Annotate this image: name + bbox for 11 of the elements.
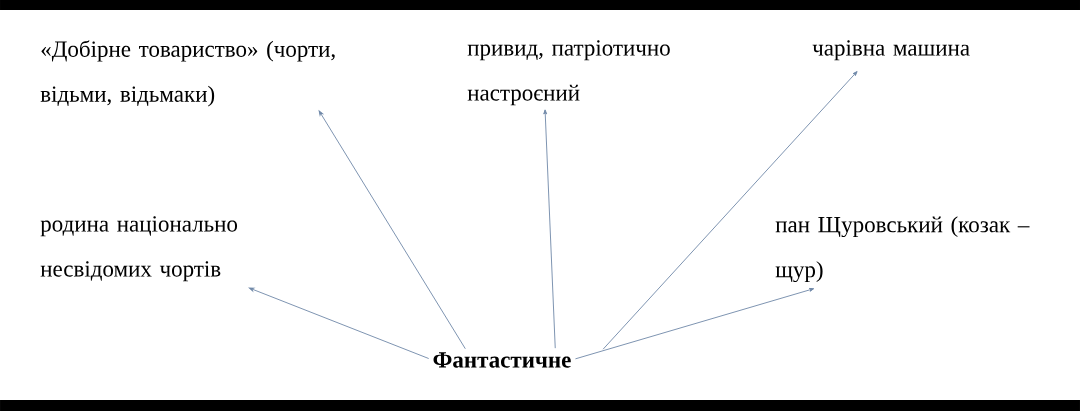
- text-label: родина національно несвідомих чортів: [40, 216, 238, 282]
- arrow: [543, 109, 556, 349]
- text-label: привид, патріотично настроєний: [467, 40, 670, 106]
- arrow: [602, 71, 858, 350]
- text-label: пан Щуровський (козак – щур): [775, 216, 1030, 283]
- text-label: «Добірне товариство» (чорти, відьми, відьмаки): [40, 40, 335, 107]
- central-label: Фантастичне: [433, 352, 571, 368]
- arrow: [318, 110, 466, 350]
- arrow: [248, 287, 430, 359]
- arrow: [574, 288, 815, 360]
- text-label: чарівна машина: [812, 40, 970, 61]
